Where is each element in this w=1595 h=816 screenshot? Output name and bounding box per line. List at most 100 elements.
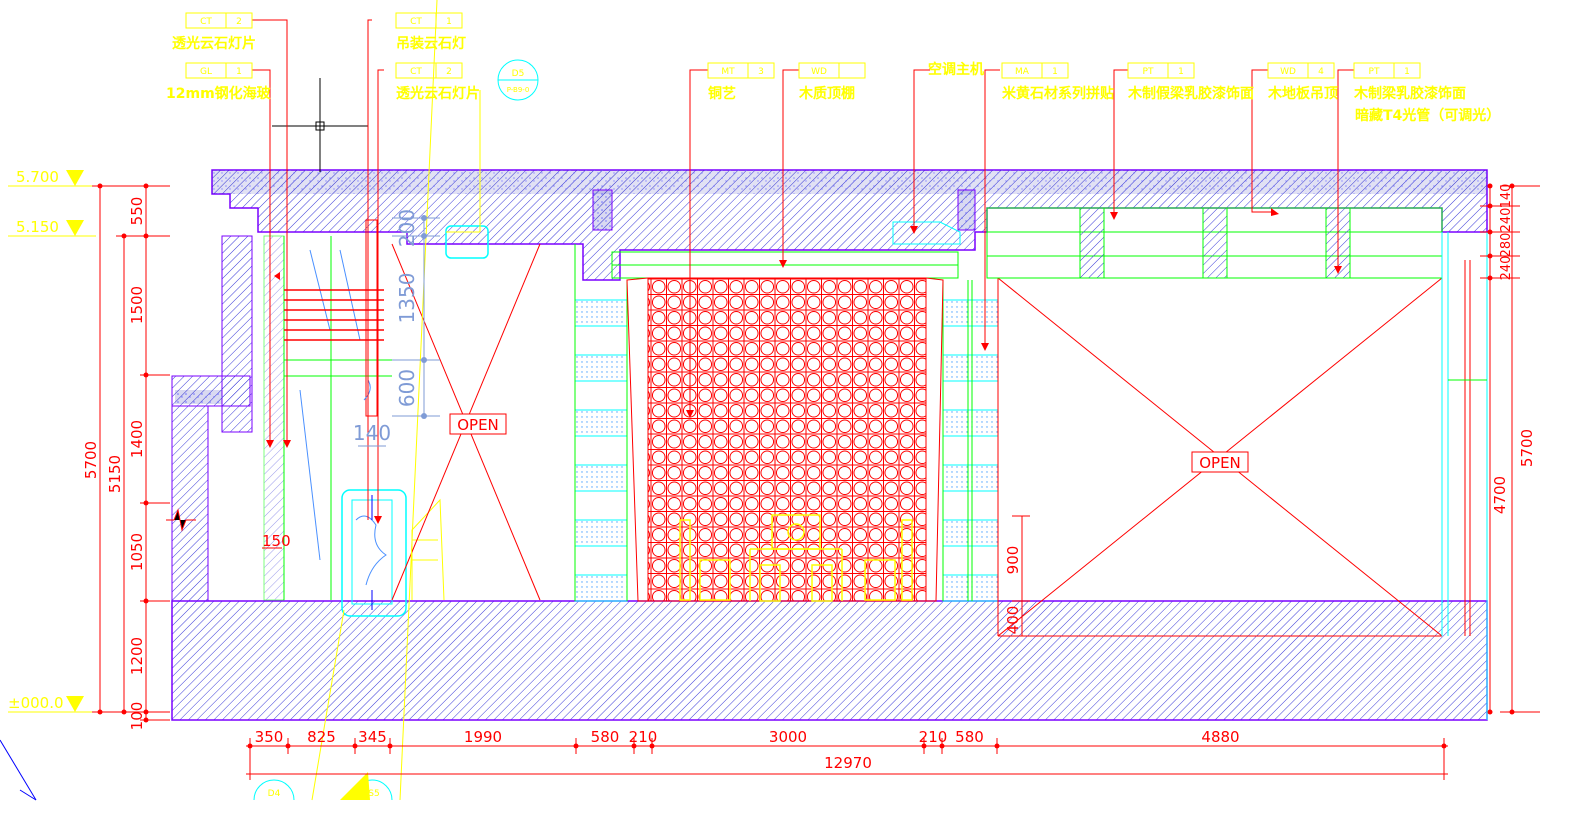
small-red-dims (262, 515, 1030, 637)
material-tag-label: 铜艺 (708, 85, 736, 102)
dim-1400: 1400 (128, 420, 146, 458)
dimension-dot (631, 743, 637, 749)
material-tag-box: WD (798, 62, 866, 79)
bottom-dim-value: 580 (955, 728, 984, 746)
hidden-light-label: 暗藏T4光管（可调光） (1355, 107, 1500, 124)
left-dimension-ticks (97, 183, 149, 723)
material-tag-number: 1 (236, 67, 242, 77)
material-tag-box: PT 1 (1127, 62, 1195, 79)
material-tag-number: 1 (446, 17, 452, 27)
dim-1350-blue: 1350 (395, 273, 419, 324)
material-tag-code: CT (410, 67, 422, 77)
yellow-leaders (311, 0, 481, 801)
dimension-dot (939, 743, 945, 749)
ceiling-slab (211, 169, 1488, 281)
level-5150: 5.150 (16, 218, 59, 236)
aircon-unit (892, 221, 961, 245)
material-tag-code: CT (410, 17, 422, 27)
material-tag-code: PT (1143, 67, 1154, 77)
material-tag-code: MA (1015, 67, 1030, 77)
material-tag-number: 1 (1178, 67, 1184, 77)
cad-crosshair (272, 78, 368, 172)
dimension-dot (1441, 743, 1447, 749)
material-tag-number: 1 (1052, 67, 1058, 77)
dim-5150-left: 5150 (106, 455, 124, 493)
bottom-dimension-ticks (247, 738, 1447, 754)
open-text: OPEN (1199, 454, 1241, 472)
material-tag-label: 透光云石灯片 (172, 35, 256, 52)
dining-set (679, 514, 913, 602)
corner-arrow (0, 739, 37, 801)
material-tag-number: 3 (758, 67, 764, 77)
material-labels: 透光云石灯片12mm钢化海玻吊装云石灯透光云石灯片铜艺木质顶棚米黄石材系列拼贴木… (166, 35, 1466, 102)
dim-5700-left: 5700 (82, 441, 100, 479)
right-wall (1441, 232, 1488, 720)
material-tag-label: 米黄石材系列拼贴 (1002, 85, 1114, 102)
bottom-dim-value: 580 (591, 728, 620, 746)
aircon-label: 空调主机 (928, 61, 984, 78)
right-dimension-ticks (1487, 183, 1515, 715)
material-tag-number: 4 (1318, 67, 1324, 77)
material-tag-code: WD (1280, 67, 1296, 77)
detail-mark-d4: D4 (253, 779, 295, 801)
dim-1500: 1500 (128, 286, 146, 324)
bottom-dim-value: 350 (255, 728, 284, 746)
material-tag-box: MA 1 (1001, 62, 1069, 79)
material-tag-box: WD 4 (1267, 62, 1335, 79)
open-label-right: OPEN (1191, 451, 1249, 473)
bottom-dim-value: 210 (919, 728, 948, 746)
dim-100: 100 (128, 702, 146, 731)
dim-140-right: 140 (1499, 184, 1514, 209)
detail-mark-d5: D5 P-B9-0 (497, 59, 539, 101)
chair-left (411, 498, 445, 601)
bottom-dim-value: 1990 (464, 728, 502, 746)
dim-400: 400 (1004, 606, 1022, 635)
material-tag-code: PT (1369, 67, 1380, 77)
stair-treads (284, 289, 384, 341)
bottom-dim-value: 345 (358, 728, 387, 746)
detail-mark-bottom: P-B9-0 (507, 86, 530, 94)
material-tag-box: CT 2 (185, 12, 253, 29)
bottom-dim-value: 3000 (769, 728, 807, 746)
material-tag-label: 透光云石灯片 (396, 85, 480, 102)
material-tag-code: MT (721, 67, 735, 77)
material-tag-label: 木制梁乳胶漆饰面 (1353, 85, 1466, 102)
dim-12970: 12970 (824, 754, 872, 772)
dim-600-blue: 600 (395, 369, 419, 407)
ceiling-beams-right (986, 207, 1443, 279)
level-5700: 5.700 (16, 168, 59, 186)
dim-900: 900 (1004, 546, 1022, 575)
detail-mark-top: S5 (368, 789, 379, 799)
level-markers: 5.700 5.150 ±000.0 (8, 168, 96, 713)
dim-550: 550 (128, 197, 146, 226)
material-tag-code: CT (200, 17, 212, 27)
dimension-dot (649, 743, 655, 749)
dim-5700-right: 5700 (1518, 429, 1536, 467)
dim-240-a: 240 (1499, 256, 1514, 281)
material-tag-label: 木地板吊顶 (1267, 85, 1338, 102)
open-label-left: OPEN (449, 413, 507, 435)
dim-280: 280 (1499, 233, 1514, 258)
dimension-dot (573, 743, 579, 749)
material-tag-number: 2 (236, 17, 242, 27)
dim-1050: 1050 (128, 533, 146, 571)
material-tag-code: WD (811, 67, 827, 77)
dim-4700: 4700 (1491, 476, 1509, 514)
bottom-dim-value: 4880 (1201, 728, 1239, 746)
bottom-dim-value: 825 (307, 728, 336, 746)
bottom-dim-value: 210 (629, 728, 658, 746)
right-dimension-lines (1480, 185, 1540, 713)
stone-bands (574, 299, 999, 602)
glass-panel (263, 235, 392, 601)
dim-240-b: 240 (1499, 208, 1514, 233)
leader-lines (252, 19, 1354, 520)
floor-slab (171, 600, 1488, 721)
dimension-dot (352, 743, 358, 749)
detail-mark-top: D4 (268, 789, 281, 799)
level-0: ±000.0 (8, 694, 64, 712)
